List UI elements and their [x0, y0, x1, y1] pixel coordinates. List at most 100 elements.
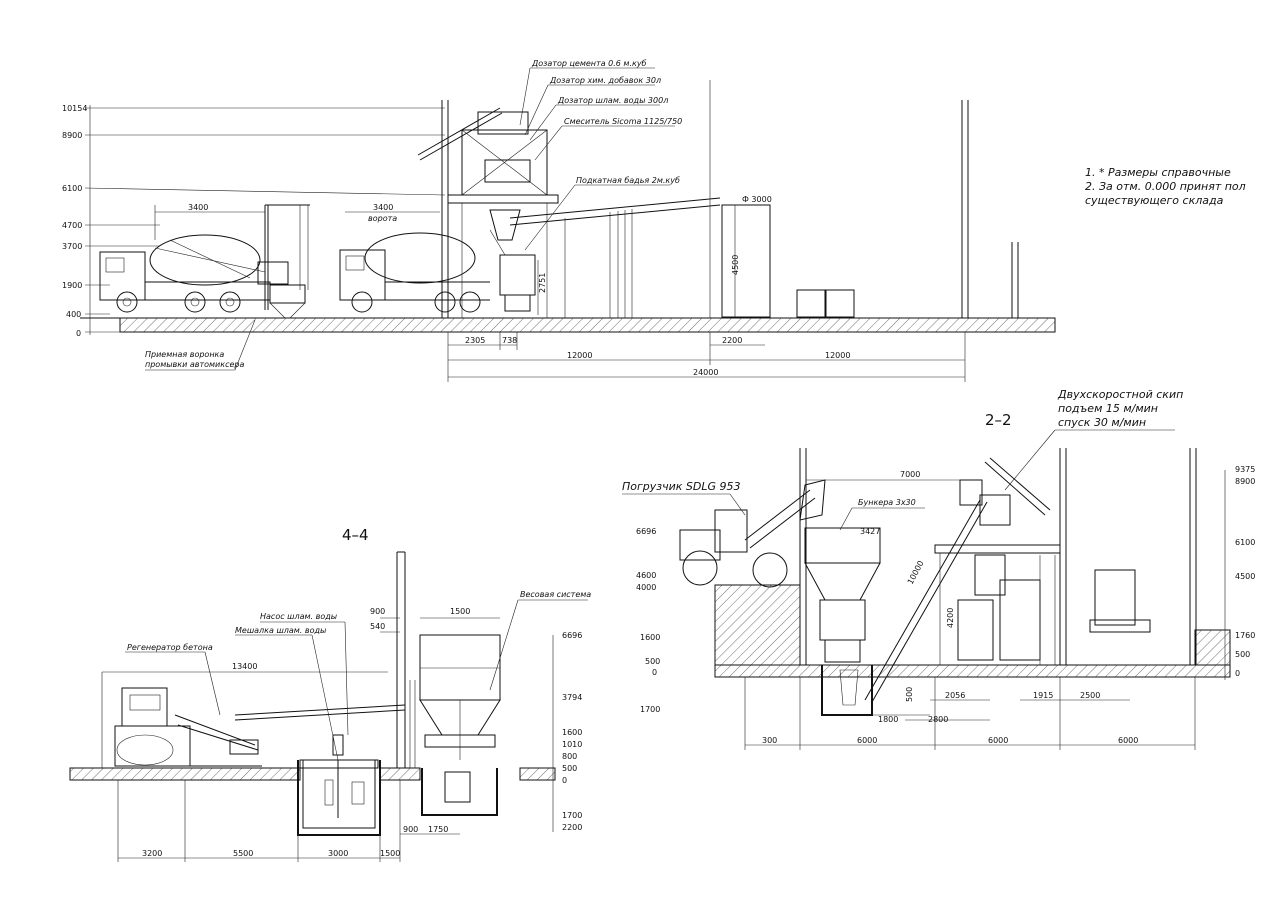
dim-2200: 2200 — [722, 336, 742, 345]
level-400: 400 — [66, 310, 81, 319]
dim-truck-3400: 3400 — [188, 203, 208, 212]
skip-line-2: подъем 15 м/мин — [1058, 402, 1158, 415]
dim-10000: 10000 — [906, 559, 926, 586]
level-1900: 1900 — [62, 281, 82, 290]
ground-right-44 — [519, 767, 556, 781]
levels-44: 6696 3794 1600 1010 800 500 0 1700 2200 — [552, 631, 582, 832]
dim-1750: 1750 — [428, 825, 448, 834]
note-2: 2. За отм. 0.000 принят пол — [1085, 180, 1246, 193]
level-0: 0 — [76, 329, 81, 338]
dim-7000: 7000 — [900, 470, 920, 479]
label-cement-doser: Дозатор цемента 0.6 м.куб — [531, 59, 647, 68]
dim-738: 738 — [502, 336, 517, 345]
skip-line-1: Двухскоростной скип — [1057, 388, 1183, 401]
section-4-4-title: 4–4 — [342, 526, 369, 544]
level-22-1600: 1600 — [640, 633, 660, 642]
silo-diameter: Ф 3000 — [742, 195, 772, 204]
level-22-6696: 6696 — [636, 527, 656, 536]
cement-silo-outline: Ф 3000 4500 — [709, 80, 772, 318]
skip-label: Двухскоростной скип подъем 15 м/мин спус… — [1004, 388, 1183, 491]
wash-station-post — [264, 204, 310, 319]
label-mixer: Смеситель Sicoma 1125/750 — [564, 117, 682, 126]
mixer-truck-under-plant — [339, 232, 490, 313]
label-chem-doser: Дозатор хим. добавок 30л — [549, 76, 661, 85]
sludge-pit — [297, 734, 381, 836]
level-marks-main: 10154 8900 6100 4700 3700 1900 400 0 — [62, 104, 446, 338]
ground-mid-44 — [379, 767, 421, 781]
dim-1915: 1915 — [1033, 691, 1053, 700]
dim-24000: 24000 — [693, 368, 718, 377]
dims-44-bottom: 3200 5500 3000 1500 900 1750 — [117, 780, 460, 862]
label-weighing-system: Весовая система — [520, 590, 591, 599]
box-1 — [796, 289, 826, 318]
level-22r-1760: 1760 — [1235, 631, 1255, 640]
dim-300: 300 — [762, 736, 777, 745]
skip-line-3: спуск 30 м/мин — [1058, 416, 1146, 429]
dim-540: 540 — [370, 622, 385, 631]
gate-label: ворота — [368, 214, 397, 223]
level-44-2200: 2200 — [562, 823, 582, 832]
batching-tower — [417, 100, 559, 318]
dim-2305: 2305 — [465, 336, 485, 345]
level-22-4000: 4000 — [636, 583, 656, 592]
wash-pit-label: Приемная воронка — [145, 350, 224, 359]
dim-gate-3400: 3400 — [373, 203, 393, 212]
dims-22-bottom: 300 6000 6000 6000 — [744, 677, 1196, 750]
note-1: 1. * Размеры справочные — [1085, 166, 1231, 179]
loader-label: Погрузчик SDLG 953 — [622, 480, 741, 493]
main-elevation-view: 10154 8900 6100 4700 3700 1900 400 0 — [62, 59, 1056, 382]
level-22r-8900: 8900 — [1235, 477, 1255, 486]
level-44-800: 800 — [562, 752, 577, 761]
dim-6000-c: 6000 — [1118, 736, 1138, 745]
dim-3200: 3200 — [142, 849, 162, 858]
bunkers-label: Бункера 3х30 — [858, 498, 916, 507]
dim-6000-a: 6000 — [857, 736, 877, 745]
level-22-1700: 1700 — [640, 705, 660, 714]
mixer-truck-left — [99, 234, 289, 313]
level-44-500: 500 — [562, 764, 577, 773]
wall-44 — [396, 551, 416, 768]
level-3700: 3700 — [62, 242, 82, 251]
ground-left-44 — [69, 767, 301, 781]
level-44-6696: 6696 — [562, 631, 582, 640]
level-4700: 4700 — [62, 221, 82, 230]
main-dimensions: 2305 738 12000 2200 12000 24000 — [447, 332, 966, 382]
plant-callouts: Дозатор цемента 0.6 м.куб Дозатор хим. д… — [519, 59, 682, 251]
level-44-1600: 1600 — [562, 728, 582, 737]
mixing-tower-22 — [934, 457, 1151, 665]
weighing-system — [419, 634, 501, 816]
box-2 — [825, 289, 855, 318]
dim-3427: 3427 — [860, 527, 880, 536]
dim-13400: 13400 — [232, 662, 257, 671]
level-22-500: 500 — [645, 657, 660, 666]
level-44-0: 0 — [562, 776, 567, 785]
level-22-4600: 4600 — [636, 571, 656, 580]
section-44-callouts: Насос шлам. воды Мешалка шлам. воды Реге… — [125, 590, 591, 761]
dim-2751: 2751 — [538, 273, 547, 293]
foundation-left — [714, 584, 801, 666]
dim-1500-top: 1500 — [450, 607, 470, 616]
dim-4200: 4200 — [946, 608, 955, 628]
floor-22 — [714, 664, 1231, 678]
dim-6000-b: 6000 — [988, 736, 1008, 745]
wash-pit-label-2: промывки автомиксера — [145, 360, 244, 369]
walls-22 — [799, 448, 1197, 665]
level-44-1700: 1700 — [562, 811, 582, 820]
label-regenerator: Регенератор бетона — [127, 643, 213, 652]
level-22r-9375: 9375 — [1235, 465, 1255, 474]
dim-2500: 2500 — [1080, 691, 1100, 700]
dim-2056: 2056 — [945, 691, 965, 700]
level-22r-0: 0 — [1235, 669, 1240, 678]
level-6100: 6100 — [62, 184, 82, 193]
label-hopper: Подкатная бадья 2м.куб — [576, 176, 680, 185]
levels-22-left: 6696 4600 4000 1600 500 0 1700 — [636, 527, 660, 714]
level-22r-6100: 6100 — [1235, 538, 1255, 547]
dim-12000-left: 12000 — [567, 351, 592, 360]
ground-slab — [119, 317, 1056, 333]
concrete-regenerator — [114, 687, 406, 767]
level-22r-500: 500 — [1235, 650, 1250, 659]
dim-900: 900 — [403, 825, 418, 834]
warehouse-walls — [961, 100, 1019, 318]
skip-conveyor — [509, 197, 721, 318]
